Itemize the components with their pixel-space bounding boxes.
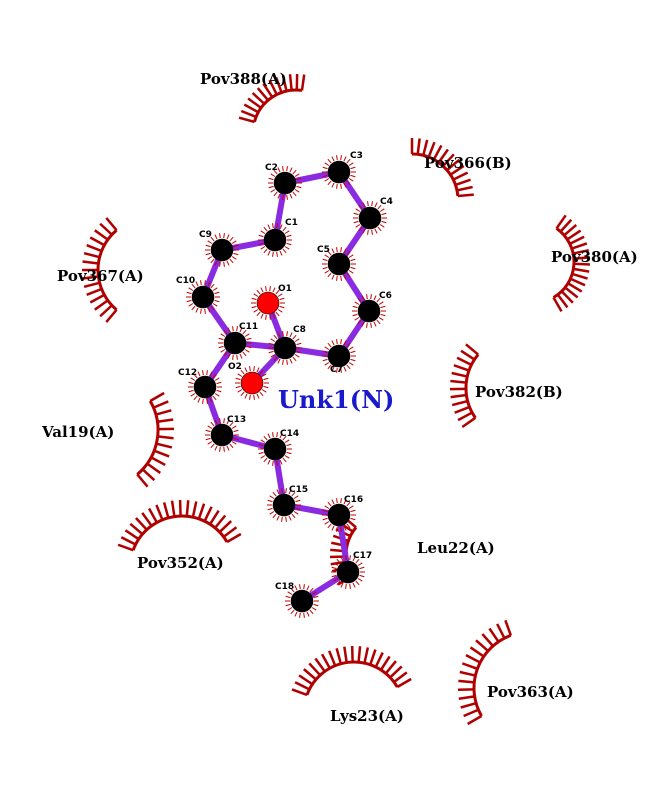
atom-O1: O1	[251, 284, 292, 320]
atom-label-C17: C17	[353, 551, 372, 561]
residue-label-leu22a: Leu22(A)	[417, 539, 495, 557]
atom-O2: O2	[228, 362, 269, 400]
atom-label-C8: C8	[293, 325, 306, 335]
atom-label-O1: O1	[278, 284, 292, 294]
residue-label-val19a: Val19(A)	[41, 423, 114, 441]
atom-label-C6: C6	[379, 291, 392, 301]
hydrophobic-arc-pov388a	[238, 73, 306, 124]
atom-label-C2: C2	[265, 163, 278, 173]
atom-C1: C1	[258, 218, 298, 257]
hydrophobic-arc-pov352a	[117, 499, 242, 552]
atom-label-C10: C10	[176, 276, 195, 286]
atom-label-C14: C14	[280, 429, 299, 439]
atom-label-O2: O2	[228, 362, 242, 372]
atom-label-C11: C11	[239, 322, 258, 332]
atom-C7: C7	[322, 339, 356, 375]
hydrophobic-arc-lys23a	[291, 645, 412, 697]
atom-C8: C8	[268, 325, 306, 365]
residue-label-lys23a: Lys23(A)	[330, 707, 404, 725]
atom-C12: C12	[178, 368, 222, 404]
hydrophobic-arc-pov366b	[410, 138, 474, 198]
ligand-name-label: Unk1(N)	[278, 385, 394, 414]
residue-label-pov363a: Pov363(A)	[487, 683, 574, 701]
atom-C18: C18	[275, 582, 319, 618]
atom-C13: C13	[205, 415, 246, 452]
atom-C4: C4	[353, 197, 393, 235]
atom-C16: C16	[322, 495, 363, 532]
hydrophobic-arc-pov367a	[82, 217, 118, 323]
residue-label-pov366b: Pov366(B)	[424, 154, 512, 172]
atom-C10: C10	[176, 276, 220, 314]
atom-label-C15: C15	[289, 485, 308, 495]
atom-label-C1: C1	[285, 218, 298, 228]
atom-label-C16: C16	[344, 495, 363, 505]
atom-label-C12: C12	[178, 368, 197, 378]
atom-label-C9: C9	[199, 230, 212, 240]
hydrophobic-arc-pov382b	[449, 343, 480, 429]
residue-label-pov367a: Pov367(A)	[57, 267, 144, 285]
residue-labels: Pov388(A) Pov366(B) Pov367(A) Pov380(A) Pov3…	[41, 70, 638, 725]
atom-label-C13: C13	[227, 415, 246, 425]
atom-label-C4: C4	[380, 197, 393, 207]
atom-C3: C3	[322, 151, 363, 189]
atom-C6: C6	[352, 291, 392, 328]
atom-label-C7: C7	[330, 365, 343, 375]
residue-label-pov388a: Pov388(A)	[200, 70, 287, 88]
atom-C15: C15	[267, 485, 308, 522]
residue-label-pov352a: Pov352(A)	[137, 554, 224, 572]
atom-label-C18: C18	[275, 582, 294, 592]
atom-C11: C11	[218, 322, 258, 360]
atom-C14: C14	[258, 429, 299, 466]
atom-label-C5: C5	[317, 245, 330, 255]
atom-C9: C9	[199, 230, 239, 267]
hydrophobic-arc-pov380a	[552, 214, 591, 312]
atom-label-C3: C3	[350, 151, 363, 161]
hydrophobic-arc-pov363a	[457, 619, 513, 726]
hydrophobic-contacts	[82, 73, 591, 726]
atom-C17: C17	[331, 551, 372, 589]
atom-C5: C5	[317, 245, 356, 281]
residue-label-pov382b: Pov382(B)	[475, 383, 563, 401]
hydrophobic-arc-val19a	[136, 391, 175, 488]
residue-label-pov380a: Pov380(A)	[551, 248, 638, 266]
atom-C2: C2	[265, 163, 302, 200]
